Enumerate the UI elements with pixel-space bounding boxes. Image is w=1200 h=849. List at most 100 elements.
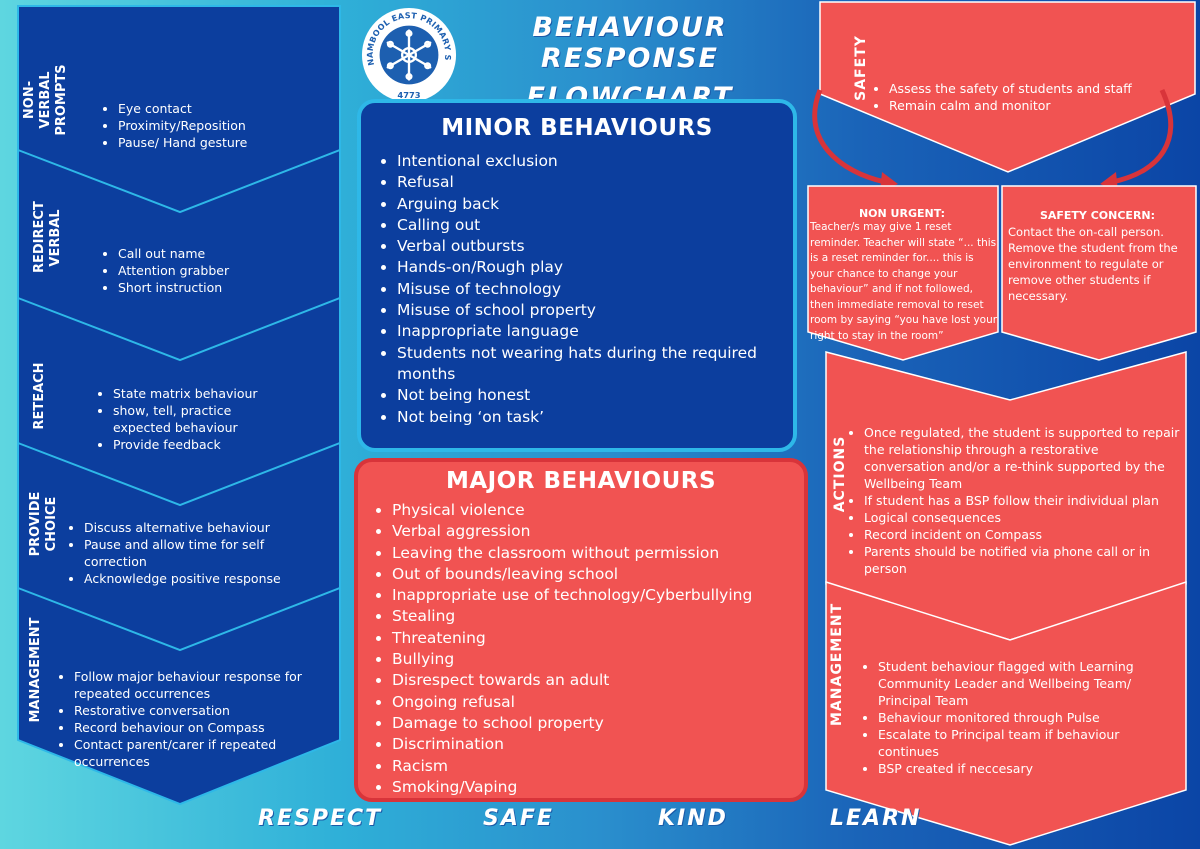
- management-right-list: Student behaviour flagged with Learning …: [860, 658, 1160, 777]
- list-item: Smoking/Vaping: [392, 777, 799, 798]
- redirect-verbal-list: Call out name Attention grabber Short in…: [100, 245, 320, 296]
- major-list: Physical violence Verbal aggression Leav…: [374, 500, 799, 798]
- chevron-step-5: [17, 586, 341, 806]
- list-item: Stealing: [392, 606, 799, 627]
- list-item: Out of bounds/leaving school: [392, 564, 799, 585]
- step-label-text: PROVIDE CHOICE: [28, 491, 59, 557]
- list-item: Student behaviour flagged with Learning …: [878, 658, 1160, 709]
- right-chevron-flow: [807, 1, 1197, 846]
- minor-heading: MINOR BEHAVIOURS: [441, 115, 713, 141]
- list-item: Parents should be notified via phone cal…: [864, 543, 1181, 577]
- safety-concern-box: [1001, 185, 1197, 361]
- value-kind: KIND: [658, 806, 728, 831]
- title-line-1: BEHAVIOUR RESPONSE: [532, 12, 728, 74]
- non-verbal-list: Eye contact Proximity/Reposition Pause/ …: [100, 100, 320, 151]
- list-item: Threatening: [392, 628, 799, 649]
- list-item: Logical consequences: [864, 509, 1181, 526]
- step-label-non-verbal: NON-VERBAL PROMPTS: [22, 40, 70, 160]
- non-urgent-title: NON URGENT:: [858, 207, 946, 220]
- non-urgent-box: [807, 185, 999, 361]
- list-item: Misuse of technology: [397, 279, 779, 300]
- list-item: Contact parent/carer if repeated occurre…: [74, 736, 316, 770]
- safety-chevron: [819, 1, 1196, 173]
- minor-behaviours-panel: MINOR BEHAVIOURS Intentional exclusion R…: [357, 99, 797, 452]
- provide-choice-list: Discuss alternative behaviour Pause and …: [66, 519, 296, 587]
- list-item: Ongoing refusal: [392, 692, 799, 713]
- value-respect: RESPECT: [258, 806, 383, 831]
- major-behaviours-panel: MAJOR BEHAVIOURS Physical violence Verba…: [354, 458, 808, 802]
- list-item: Not being ‘on task’: [397, 407, 779, 428]
- list-item: Refusal: [397, 172, 779, 193]
- logo-number: 4773: [397, 90, 420, 100]
- list-item: Misuse of school property: [397, 300, 779, 321]
- list-item: Pause and allow time for self correction: [84, 536, 296, 570]
- list-item: Eye contact: [118, 100, 320, 117]
- list-item: Bullying: [392, 649, 799, 670]
- step-label-redirect: REDIRECT VERBAL: [32, 178, 64, 298]
- list-item: Assess the safety of students and staff: [889, 80, 1171, 97]
- page-title: BEHAVIOUR RESPONSE FLOWCHART: [470, 12, 790, 113]
- step-label-reteach: RETEACH: [32, 336, 48, 456]
- list-item: Verbal aggression: [392, 521, 799, 542]
- list-item: Inappropriate language: [397, 321, 779, 342]
- step-label-provide-choice: PROVIDE CHOICE: [28, 464, 60, 584]
- management-right-label: MANAGEMENT: [829, 602, 845, 726]
- list-item: Provide feedback: [113, 436, 265, 453]
- safety-concern-text: Contact the on-call person. Remove the s…: [1008, 225, 1178, 303]
- list-item: Discrimination: [392, 734, 799, 755]
- list-item: Calling out: [397, 215, 779, 236]
- list-item: Students not wearing hats during the req…: [397, 343, 779, 386]
- list-item: Discuss alternative behaviour: [84, 519, 296, 536]
- step-label-text: RETEACH: [32, 362, 47, 430]
- list-item: Arguing back: [397, 194, 779, 215]
- list-item: Escalate to Principal team if behaviour …: [878, 726, 1160, 760]
- arrow-left-curve: [812, 89, 886, 185]
- safety-list: Assess the safety of students and staff …: [871, 80, 1171, 114]
- list-item: Follow major behaviour response for repe…: [74, 668, 316, 702]
- list-item: State matrix behaviour: [113, 385, 265, 402]
- list-item: Remain calm and monitor: [889, 97, 1171, 114]
- list-item: Not being honest: [397, 385, 779, 406]
- list-item: Proximity/Reposition: [118, 117, 320, 134]
- step-label-management-left: MANAGEMENT: [28, 610, 44, 730]
- value-safe: SAFE: [483, 806, 554, 831]
- list-item: show, tell, practice expected behaviour: [113, 402, 265, 436]
- list-item: Verbal outbursts: [397, 236, 779, 257]
- list-item: Inappropriate use of technology/Cyberbul…: [392, 585, 799, 606]
- major-heading: MAJOR BEHAVIOURS: [445, 468, 717, 494]
- arrow-right-curve: [1111, 88, 1174, 185]
- list-item: Damage to school property: [392, 713, 799, 734]
- school-logo: WARRNAMBOOL EAST PRIMARY SCHOOL 4773: [360, 6, 457, 103]
- list-item: Restorative conversation: [74, 702, 316, 719]
- minor-list: Intentional exclusion Refusal Arguing ba…: [379, 151, 779, 428]
- list-item: If student has a BSP follow their indivi…: [864, 492, 1181, 509]
- list-item: Attention grabber: [118, 262, 320, 279]
- list-item: Record incident on Compass: [864, 526, 1181, 543]
- list-item: Physical violence: [392, 500, 799, 521]
- list-item: Short instruction: [118, 279, 320, 296]
- value-learn: LEARN: [830, 806, 922, 831]
- list-item: Call out name: [118, 245, 320, 262]
- list-item: Intentional exclusion: [397, 151, 779, 172]
- list-item: Once regulated, the student is supported…: [864, 424, 1181, 492]
- step-label-text: MANAGEMENT: [28, 617, 43, 723]
- management-left-list: Follow major behaviour response for repe…: [56, 668, 316, 770]
- list-item: Behaviour monitored through Pulse: [878, 709, 1160, 726]
- list-item: Acknowledge positive response: [84, 570, 296, 587]
- safety-label: SAFETY: [853, 35, 869, 101]
- safety-concern-title: SAFETY CONCERN:: [1039, 209, 1156, 222]
- left-chevron-flow: [17, 5, 341, 806]
- list-item: Record behaviour on Compass: [74, 719, 316, 736]
- actions-list: Once regulated, the student is supported…: [846, 424, 1181, 577]
- list-item: Pause/ Hand gesture: [118, 134, 320, 151]
- non-urgent-text: Teacher/s may give 1 reset reminder. Tea…: [810, 221, 998, 342]
- list-item: Leaving the classroom without permission: [392, 543, 799, 564]
- list-item: Hands-on/Rough play: [397, 257, 779, 278]
- management-right-chevron: [825, 580, 1187, 846]
- step-label-text: REDIRECT VERBAL: [32, 201, 63, 273]
- reteach-list: State matrix behaviour show, tell, pract…: [95, 385, 265, 453]
- list-item: Disrespect towards an adult: [392, 670, 799, 691]
- list-item: Racism: [392, 756, 799, 777]
- step-label-text: NON-VERBAL PROMPTS: [22, 64, 69, 136]
- list-item: BSP created if neccesary: [878, 760, 1160, 777]
